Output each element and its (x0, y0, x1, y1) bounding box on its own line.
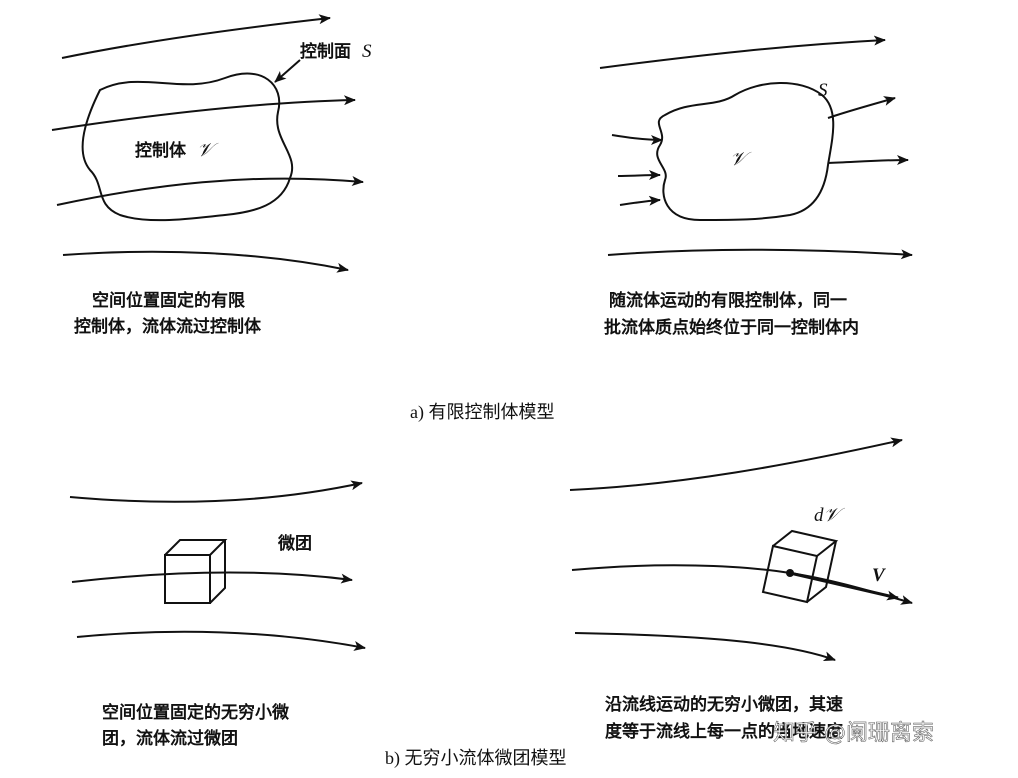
caption-line: 团，流体流过微团 (102, 728, 238, 749)
fluid-element-cube (761, 529, 839, 604)
panel-a-left: 控制面 S 控制体 𝒱 空间位置固定的有限 控制体，流体流过控制体 (51, 14, 372, 337)
streamline (611, 134, 663, 145)
watermark: 知乎 @阑珊离索 (773, 721, 934, 746)
element-symbol: d𝒱 (814, 505, 846, 526)
streamline (51, 95, 356, 131)
caption-line: 随流体运动的有限控制体，同一 (609, 290, 847, 311)
control-volume-label: 控制体 (135, 140, 187, 161)
caption-line: 度等于流线上每一点的当地速度 (605, 721, 844, 742)
streamline (619, 195, 661, 206)
streamline (569, 437, 903, 491)
streamline (69, 480, 363, 503)
panel-b-subtitle: b) 无穷小流体微团模型 (385, 748, 567, 769)
surface-symbol: S (818, 80, 828, 101)
panel-b-right: d𝒱 V 沿流线运动的无穷小微团，其速 度等于流线上每一点的当地速度 (569, 437, 913, 742)
control-volume-symbol: 𝒱 (197, 140, 219, 161)
caption-line: 空间位置固定的有限 (92, 290, 245, 311)
surface-pointer-arrow (274, 59, 301, 83)
streamline (62, 250, 349, 273)
streamline (599, 35, 886, 69)
control-volume-outline (656, 82, 835, 222)
velocity-symbol: V (872, 565, 886, 586)
fluid-element-cube (164, 539, 228, 604)
streamline (574, 632, 836, 661)
streamline (71, 571, 353, 584)
panel-a-subtitle: a) 有限控制体模型 (410, 402, 554, 423)
caption-line: 空间位置固定的无穷小微 (102, 702, 290, 723)
caption-line: 批流体质点始终位于同一控制体内 (604, 317, 859, 338)
streamline (827, 155, 909, 166)
streamline (617, 170, 661, 181)
control-surface-outline (81, 72, 294, 222)
element-label: 微团 (277, 533, 312, 554)
caption-line: 沿流线运动的无穷小微团，其速 (605, 694, 843, 715)
control-surface-symbol: S (362, 41, 372, 62)
panel-b-left: 微团 空间位置固定的无穷小微 团，流体流过微团 (69, 480, 366, 749)
streamline (607, 248, 913, 260)
streamline (61, 14, 331, 59)
panel-a-right: S 𝒱 随流体运动的有限控制体，同一 批流体质点始终位于同一控制体内 (599, 35, 913, 338)
caption-line: 控制体，流体流过控制体 (74, 316, 262, 337)
streamline (76, 630, 366, 651)
volume-symbol: 𝒱 (730, 149, 752, 170)
streamline (56, 176, 364, 206)
streamline (571, 564, 913, 605)
control-surface-label: 控制面 (300, 41, 351, 62)
velocity-vector (789, 571, 899, 601)
streamline (827, 96, 896, 119)
